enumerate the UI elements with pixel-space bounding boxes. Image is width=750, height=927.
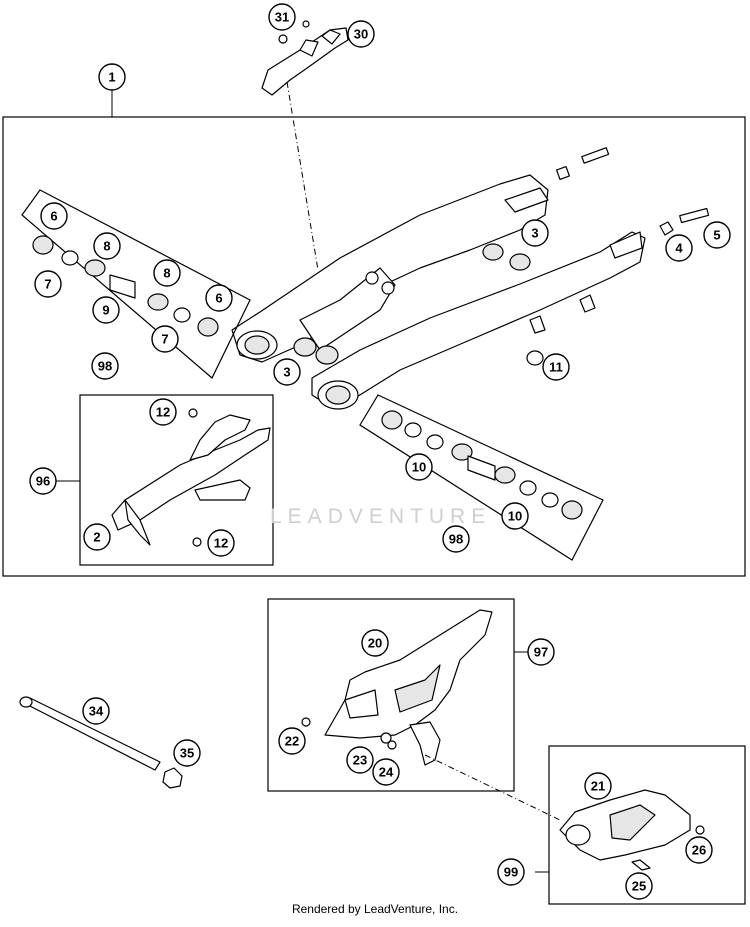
svg-text:98: 98 xyxy=(98,359,112,374)
svg-text:12: 12 xyxy=(214,536,228,551)
callout-97: 97 xyxy=(527,638,555,666)
svg-text:23: 23 xyxy=(353,753,367,768)
svg-text:35: 35 xyxy=(180,746,194,761)
callout-12: 12 xyxy=(207,529,235,557)
swingarm-part xyxy=(231,174,646,410)
svg-text:20: 20 xyxy=(368,636,382,651)
callout-6: 6 xyxy=(40,202,68,230)
callout-20: 20 xyxy=(361,629,389,657)
svg-text:8: 8 xyxy=(163,266,170,281)
callout-35: 35 xyxy=(173,739,201,767)
watermark: LEADVENTURE xyxy=(270,505,492,528)
svg-text:26: 26 xyxy=(692,843,706,858)
callout-24: 24 xyxy=(372,758,400,786)
svg-text:11: 11 xyxy=(549,360,563,375)
svg-text:8: 8 xyxy=(103,239,110,254)
svg-text:98: 98 xyxy=(449,532,463,547)
svg-text:6: 6 xyxy=(50,209,57,224)
callout-21: 21 xyxy=(584,772,612,800)
callout-7: 7 xyxy=(34,270,62,298)
svg-text:9: 9 xyxy=(102,303,109,318)
bearing-kit-parts-right xyxy=(381,410,583,520)
callout-9: 9 xyxy=(92,296,120,324)
svg-text:7: 7 xyxy=(44,277,51,292)
svg-text:10: 10 xyxy=(412,460,426,475)
callout-31: 31 xyxy=(268,3,296,31)
callout-98: 98 xyxy=(442,525,470,553)
svg-text:97: 97 xyxy=(534,645,548,660)
svg-text:99: 99 xyxy=(504,865,518,880)
svg-text:10: 10 xyxy=(508,509,522,524)
callout-10: 10 xyxy=(405,453,433,481)
callout-98: 98 xyxy=(91,352,119,380)
svg-text:12: 12 xyxy=(156,405,170,420)
main-frame xyxy=(2,116,746,577)
callout-6: 6 xyxy=(205,284,233,312)
callout-2: 2 xyxy=(83,523,111,551)
callout-12: 12 xyxy=(149,398,177,426)
svg-text:1: 1 xyxy=(108,70,115,85)
dash-line-slider xyxy=(286,81,319,271)
bearing-part xyxy=(482,243,504,261)
render-credit: Rendered by LeadVenture, Inc. xyxy=(291,902,459,916)
svg-text:34: 34 xyxy=(89,704,104,719)
chain-slider-part xyxy=(261,20,349,96)
callout-1: 1 xyxy=(98,63,126,91)
kit-frame-99 xyxy=(548,745,746,905)
callout-5: 5 xyxy=(703,221,731,249)
kit-frame-97 xyxy=(267,598,515,792)
callout-96: 96 xyxy=(29,467,57,495)
bolt-part xyxy=(555,147,610,181)
bearing-part xyxy=(293,337,317,357)
callout-26: 26 xyxy=(685,836,713,864)
svg-text:4: 4 xyxy=(675,241,683,256)
callout-8: 8 xyxy=(153,259,181,287)
bearing-part xyxy=(315,345,339,365)
svg-text:30: 30 xyxy=(354,27,368,42)
chain-guard-part xyxy=(111,408,271,547)
kit-frame-96 xyxy=(79,394,274,566)
svg-text:21: 21 xyxy=(591,779,605,794)
svg-text:3: 3 xyxy=(283,365,290,380)
callout-22: 22 xyxy=(278,727,306,755)
callout-8: 8 xyxy=(93,232,121,260)
dash-line-guide xyxy=(424,754,561,821)
svg-text:2: 2 xyxy=(93,530,100,545)
callout-30: 30 xyxy=(347,20,375,48)
callout-3: 3 xyxy=(521,219,549,247)
bolt-part xyxy=(659,207,710,236)
svg-text:5: 5 xyxy=(713,228,720,243)
bearing-part xyxy=(509,253,531,271)
svg-text:7: 7 xyxy=(161,332,168,347)
callout-23: 23 xyxy=(346,746,374,774)
bearing-kit-frame-left xyxy=(21,189,251,379)
callout-3: 3 xyxy=(273,358,301,386)
svg-text:6: 6 xyxy=(215,291,222,306)
svg-text:24: 24 xyxy=(379,765,394,780)
axle-part xyxy=(19,696,183,789)
callout-25: 25 xyxy=(625,872,653,900)
svg-text:22: 22 xyxy=(285,734,299,749)
svg-text:3: 3 xyxy=(531,226,538,241)
callout-99: 99 xyxy=(497,858,525,886)
chain-guide-part xyxy=(301,609,493,766)
callout-11: 11 xyxy=(542,353,570,381)
chain-guide-lower-part xyxy=(559,789,705,871)
bearing-kit-frame-right xyxy=(359,394,604,561)
callout-7: 7 xyxy=(151,325,179,353)
bushing-part xyxy=(526,350,544,366)
callout-4: 4 xyxy=(665,234,693,262)
svg-text:25: 25 xyxy=(632,879,646,894)
svg-text:31: 31 xyxy=(275,10,289,25)
svg-text:96: 96 xyxy=(36,474,50,489)
bearing-kit-parts-left xyxy=(32,235,219,337)
callout-34: 34 xyxy=(82,697,110,725)
callout-10: 10 xyxy=(501,502,529,530)
